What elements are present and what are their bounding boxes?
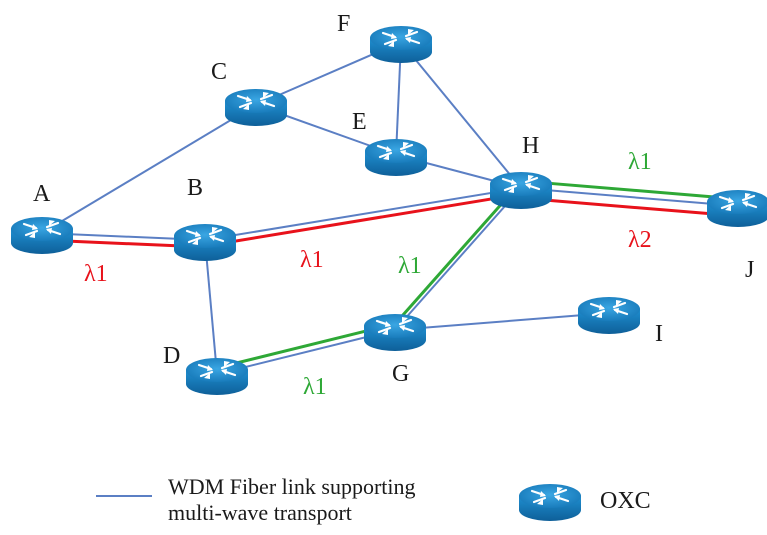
fiber-link-b-d bbox=[204, 239, 218, 375]
lightpath-red-b-h bbox=[213, 192, 511, 247]
lightpath-green-d-g bbox=[222, 324, 382, 368]
legend-fiber-label-line2: multi-wave transport bbox=[168, 500, 352, 525]
fiber-link-a-c bbox=[41, 104, 257, 234]
legend-fiber-label-line1: WDM Fiber link supporting bbox=[168, 474, 416, 499]
lightpath-red-h-j bbox=[528, 197, 732, 220]
wavelength-label-ab: λ1 bbox=[84, 261, 108, 287]
oxc-node-e-icon bbox=[363, 137, 429, 178]
oxc-node-g-icon bbox=[362, 312, 428, 353]
oxc-node-c-icon bbox=[223, 87, 289, 128]
node-label-g: G bbox=[392, 361, 410, 387]
lightpath-red-a-b bbox=[59, 239, 199, 252]
node-label-b: B bbox=[187, 175, 204, 201]
wavelength-label-gh: λ1 bbox=[398, 253, 422, 279]
wavelength-label-hj-green: λ1 bbox=[628, 149, 652, 175]
wavelength-label-hj-red: λ2 bbox=[628, 227, 652, 253]
fiber-link-g-i bbox=[394, 312, 610, 331]
node-label-j: J bbox=[745, 257, 755, 283]
wavelength-label-bh: λ1 bbox=[300, 247, 324, 273]
oxc-node-h-icon bbox=[488, 170, 554, 211]
wavelength-label-dg: λ1 bbox=[303, 374, 327, 400]
lightpaths bbox=[59, 180, 733, 368]
node-label-e: E bbox=[352, 109, 367, 135]
oxc-node-a-icon bbox=[9, 215, 75, 256]
oxc-node-i-icon bbox=[576, 295, 642, 336]
legend bbox=[96, 482, 583, 523]
node-label-a: A bbox=[33, 181, 51, 207]
node-label-h: H bbox=[522, 133, 540, 159]
oxc-node-d-icon bbox=[184, 356, 250, 397]
legend-oxc-icon bbox=[517, 482, 583, 523]
node-label-f: F bbox=[337, 11, 351, 37]
node-label-c: C bbox=[211, 59, 228, 85]
lightpath-green-h-j bbox=[529, 180, 733, 203]
lightpath-green-g-h bbox=[396, 194, 511, 323]
oxc-node-b-icon bbox=[172, 222, 238, 263]
fiber-link-f-h bbox=[400, 41, 522, 189]
node-label-d: D bbox=[163, 343, 181, 369]
fiber-link-h-j bbox=[520, 187, 739, 207]
node-label-i: I bbox=[655, 321, 663, 347]
fiber-link-b-h bbox=[204, 187, 522, 241]
fiber-link-g-h bbox=[394, 187, 522, 331]
oxc-node-f-icon bbox=[368, 24, 434, 65]
oxc-node-j-icon bbox=[705, 188, 767, 229]
legend-oxc-label: OXC bbox=[600, 488, 651, 514]
